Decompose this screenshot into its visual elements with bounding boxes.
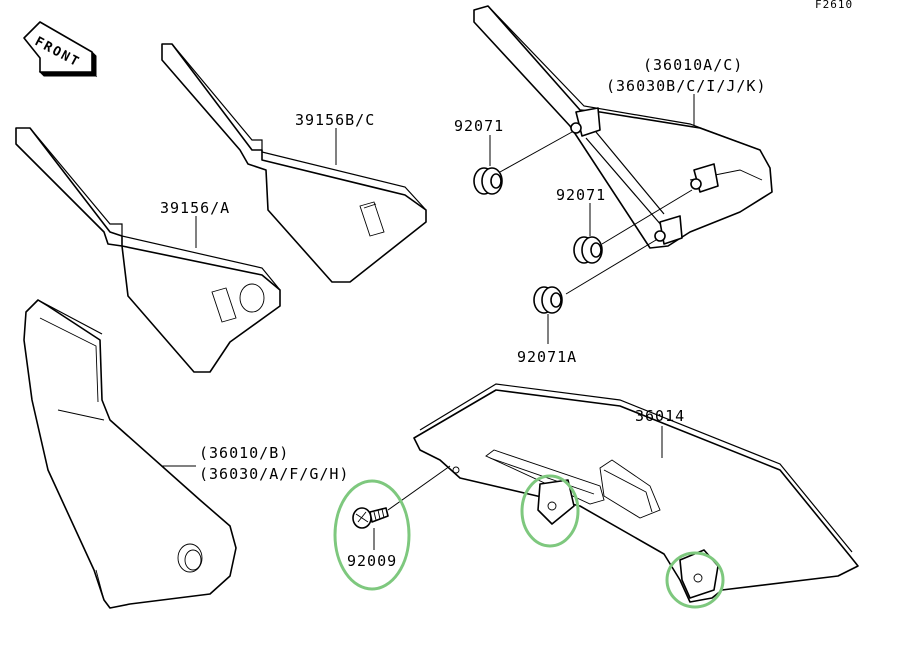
label-92009: 92009 <box>347 552 397 570</box>
label-36014: 36014 <box>635 407 685 425</box>
label-92071-mid: 92071 <box>556 186 606 204</box>
label-36010b: (36010/B) <box>199 444 289 462</box>
part-36010ac <box>473 5 773 249</box>
label-39156bc: 39156B/C <box>295 111 375 129</box>
grommet-92071-mid <box>573 236 603 264</box>
part-36010b <box>23 299 237 609</box>
label-36030a: (36030/A/F/G/H) <box>199 465 349 483</box>
part-39156bc <box>161 43 427 283</box>
label-36010ac: (36010A/C) <box>643 56 743 74</box>
part-36014 <box>413 383 859 603</box>
label-36030b: (36030B/C/I/J/K) <box>606 77 767 95</box>
leader-92071a-line <box>565 239 657 295</box>
grommet-92071-top <box>473 167 503 195</box>
front-arrow-icon: FRONT <box>23 21 98 78</box>
label-92071a: 92071A <box>517 348 577 366</box>
leader-92009-line <box>387 465 451 511</box>
highlight-ring-tab-left <box>520 474 580 548</box>
leader-92071-top-line <box>499 131 573 173</box>
screw-92009 <box>352 507 389 529</box>
highlight-ring-screw <box>333 479 411 591</box>
label-39156a: 39156/A <box>160 199 230 217</box>
highlight-ring-tab-right <box>665 551 725 609</box>
figure-code: F2610 <box>815 0 853 11</box>
grommet-92071a <box>533 286 563 314</box>
label-92071-top: 92071 <box>454 117 504 135</box>
leader-92071-mid-line <box>601 189 693 245</box>
part-39156a <box>15 127 281 373</box>
